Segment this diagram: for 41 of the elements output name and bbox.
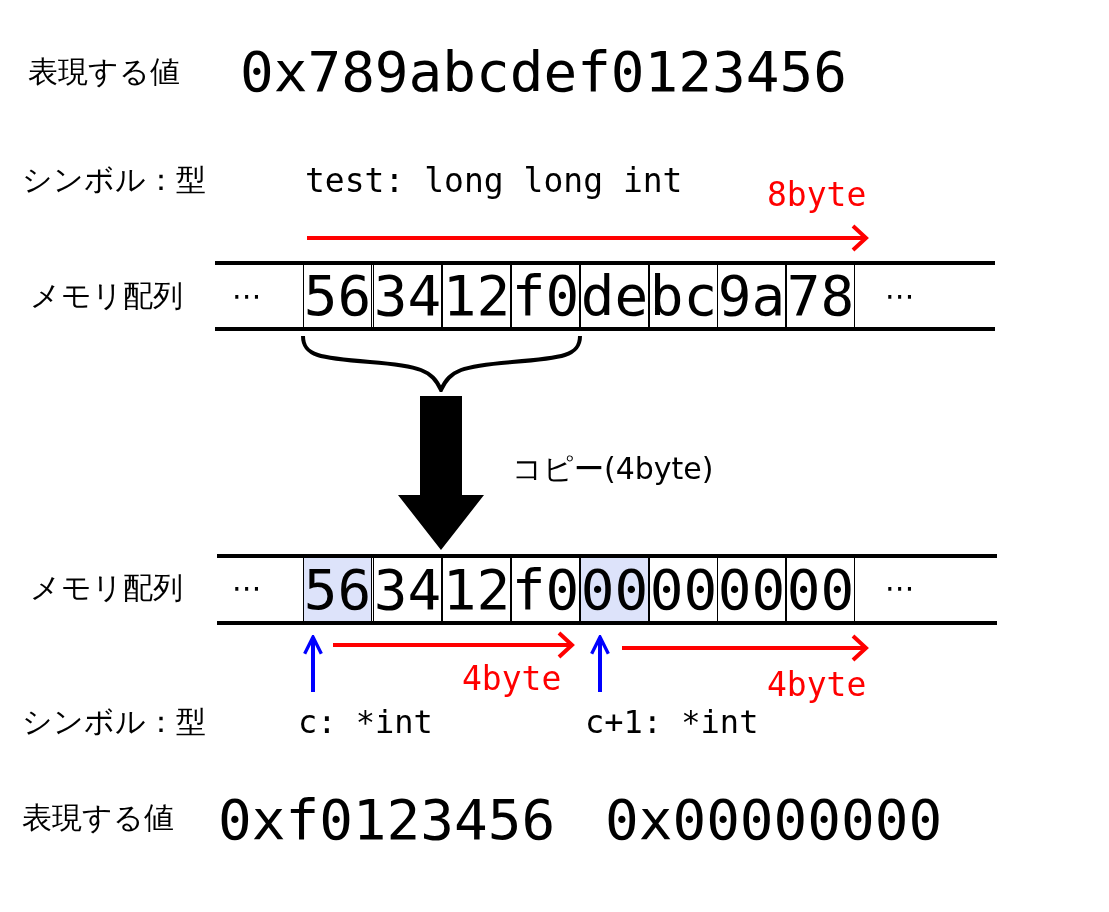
memory-row (217, 554, 997, 625)
ellipsis: ⋯ (885, 573, 915, 603)
memory-cell: 9a (717, 265, 786, 327)
row-label: 表現する値 (28, 57, 180, 87)
size-label: 8byte (767, 177, 867, 211)
memory-cell: 00 (649, 558, 718, 621)
value-text: 0x00000000 (605, 792, 943, 848)
memory-cell: 56 (303, 558, 372, 621)
value-text: 0xf0123456 (218, 792, 556, 848)
memory-cell: 34 (373, 265, 442, 327)
memory-cell: 00 (580, 558, 649, 621)
memory-cell: de (580, 265, 649, 327)
row-label: メモリ配列 (30, 281, 183, 311)
memory-cell: 00 (786, 558, 855, 621)
row-label: シンボル：型 (22, 165, 206, 195)
size-label: 4byte (462, 661, 562, 695)
ellipsis: ⋯ (232, 281, 262, 311)
pointer-label: c: *int (298, 706, 433, 738)
row-label: 表現する値 (22, 803, 174, 833)
type-label: test: long long int (305, 163, 683, 197)
memory-cell: 56 (303, 265, 372, 327)
size-label: 4byte (767, 667, 867, 701)
memory-cell: 12 (442, 558, 511, 621)
value-text: 0x789abcdef0123456 (240, 44, 847, 100)
ellipsis: ⋯ (885, 281, 915, 311)
pointer-label: c+1: *int (585, 706, 759, 738)
pointer-arrow (303, 635, 323, 692)
pointer-arrow (590, 635, 610, 692)
row-label: メモリ配列 (30, 573, 183, 603)
row-label: シンボル：型 (22, 707, 206, 737)
memory-cell: 12 (442, 265, 511, 327)
memory-cell: bc (649, 265, 718, 327)
ellipsis: ⋯ (232, 573, 262, 603)
edge-label: コピー(4byte) (512, 454, 714, 484)
block-arrow (398, 396, 484, 550)
memory-cell: f0 (511, 265, 580, 327)
memory-row (215, 261, 995, 331)
memory-cell: 00 (717, 558, 786, 621)
curly-brace (301, 334, 582, 392)
memory-cell: 78 (786, 265, 855, 327)
memory-cell: 34 (373, 558, 442, 621)
